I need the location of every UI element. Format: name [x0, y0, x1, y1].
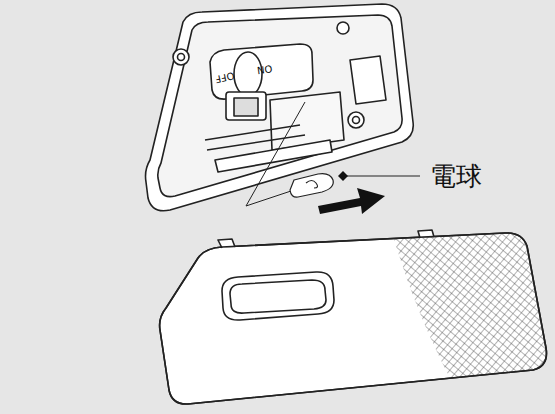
leader-line: [246, 102, 420, 206]
lamp-housing: [146, 4, 414, 211]
part-label: 電球: [430, 163, 482, 189]
lens-cover: [160, 230, 555, 414]
leader-dot: [338, 171, 348, 181]
bulb: [290, 174, 333, 198]
direction-arrow: [318, 188, 385, 214]
switch-marking: ON: [256, 63, 273, 75]
